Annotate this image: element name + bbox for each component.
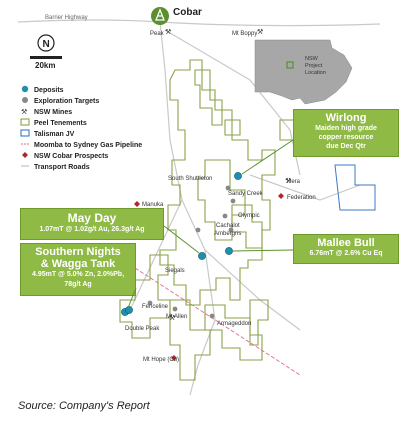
callout-mallee-bull: Mallee Bull 6.76mT @ 2.6% Cu Eq bbox=[293, 234, 399, 264]
mine-legend-icon: ⚒ bbox=[21, 108, 27, 116]
place-manuka: Manuka bbox=[142, 202, 164, 208]
svg-text:Talisman JV: Talisman JV bbox=[34, 131, 75, 138]
svg-text:Exploration Targets: Exploration Targets bbox=[34, 98, 99, 105]
southern-title1: Southern Nights bbox=[35, 246, 121, 258]
place-sandy-creek: Sandy Creek bbox=[228, 191, 264, 197]
place-hera: Hera bbox=[287, 179, 301, 185]
gas-pipeline bbox=[114, 254, 301, 376]
svg-text:⚒: ⚒ bbox=[285, 177, 291, 185]
talisman-legend-icon bbox=[20, 129, 30, 137]
mallee-title: Mallee Bull bbox=[317, 237, 375, 249]
southern-line2: 78g/t Ag bbox=[64, 281, 92, 288]
tenement-legend-icon bbox=[20, 118, 30, 126]
callout-southern-nights: Southern Nights & Wagga Tank 4.95mT @ 5.… bbox=[20, 243, 136, 296]
svg-text:Transport Roads: Transport Roads bbox=[34, 164, 90, 171]
southern-line1: 4.95mT @ 5.0% Zn, 2.0%Pb, bbox=[31, 271, 125, 278]
nsw-inset: NSW Project Location bbox=[254, 39, 353, 105]
svg-text:NSW Cobar Prospects: NSW Cobar Prospects bbox=[34, 153, 108, 160]
exploration-legend-icon bbox=[22, 97, 28, 103]
svg-text:NSW Mines: NSW Mines bbox=[34, 109, 72, 116]
prospect-markers bbox=[134, 193, 284, 361]
mayday-title: May Day bbox=[67, 211, 117, 225]
place-ambergris: Ambergris bbox=[214, 231, 241, 237]
southern-title2: & Wagga Tank bbox=[40, 258, 116, 270]
mallee-line1: 6.76mT @ 2.6% Cu Eq bbox=[309, 250, 383, 257]
legend: Deposits Exploration Targets ⚒ NSW Mines… bbox=[20, 85, 142, 171]
svg-text:N: N bbox=[43, 39, 50, 50]
svg-text:Peel Tenements: Peel Tenements bbox=[34, 120, 87, 127]
place-south-shuttleton: South Shuttleton bbox=[168, 176, 212, 182]
place-armageddon: Armageddon bbox=[217, 321, 251, 327]
place-olympic: Olympic bbox=[238, 213, 260, 219]
highway-label: Barrier Highway bbox=[45, 15, 88, 21]
svg-text:Project: Project bbox=[305, 63, 323, 69]
place-siegals: Siegals bbox=[165, 268, 185, 274]
cobar-label: Cobar bbox=[173, 7, 202, 18]
prospect-legend-icon bbox=[22, 152, 28, 158]
talisman-jv-area bbox=[334, 164, 376, 211]
compass-icon: N bbox=[37, 34, 55, 52]
svg-text:Moomba to Sydney Gas Pipeline: Moomba to Sydney Gas Pipeline bbox=[34, 142, 142, 149]
deposit-legend-icon bbox=[21, 85, 29, 93]
wirlong-line2: copper resource bbox=[318, 134, 374, 141]
callout-mayday: May Day 1.07mT @ 1.02g/t Au, 26.3g/t Ag bbox=[20, 208, 164, 240]
place-double-peak: Double Peak bbox=[125, 326, 160, 332]
wirlong-line3: due Dec Qtr bbox=[326, 143, 366, 150]
cobar-marker bbox=[151, 7, 169, 25]
svg-text:⚒: ⚒ bbox=[257, 28, 263, 36]
callout-wirlong: Wirlong Maiden high grade copper resourc… bbox=[293, 109, 399, 157]
scale-bar: 20km bbox=[30, 56, 62, 70]
wirlong-title: Wirlong bbox=[325, 112, 367, 124]
svg-text:Deposits: Deposits bbox=[34, 87, 64, 94]
svg-text:20km: 20km bbox=[35, 61, 55, 70]
svg-text:Location: Location bbox=[305, 70, 326, 76]
svg-text:NSW: NSW bbox=[305, 56, 319, 62]
mayday-line1: 1.07mT @ 1.02g/t Au, 26.3g/t Ag bbox=[39, 226, 145, 233]
place-cachalot: Cachalot bbox=[216, 223, 240, 229]
wirlong-line1: Maiden high grade bbox=[315, 125, 377, 132]
place-mt-allen: Mt Allen bbox=[166, 314, 187, 320]
place-mt-hope: Mt Hope (Cu) bbox=[143, 357, 179, 363]
place-mt-boppy: Mt Boppy bbox=[232, 31, 257, 37]
place-fenceline: Fenceline bbox=[142, 304, 169, 310]
place-federation: Federation bbox=[287, 195, 316, 201]
svg-text:⚒: ⚒ bbox=[165, 28, 171, 36]
mine-icon: ⚒ ⚒ ⚒ ⚒ bbox=[165, 28, 291, 322]
place-peak: Peak bbox=[150, 31, 165, 37]
source-caption: Source: Company's Report bbox=[18, 400, 150, 412]
svg-text:⚒: ⚒ bbox=[169, 314, 175, 322]
deposit-markers bbox=[121, 172, 242, 316]
